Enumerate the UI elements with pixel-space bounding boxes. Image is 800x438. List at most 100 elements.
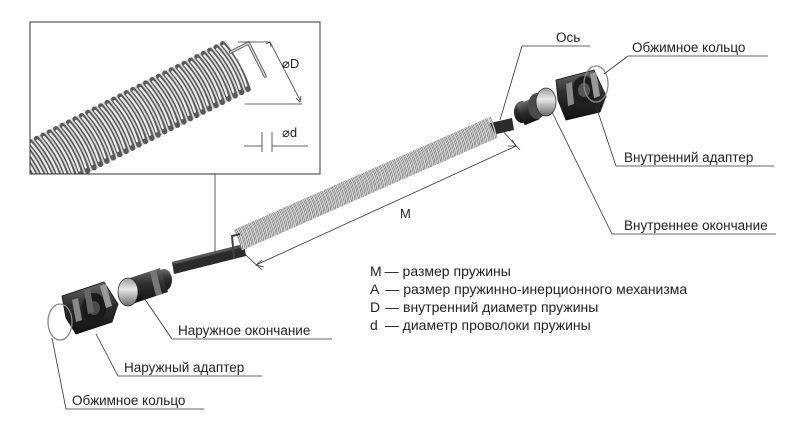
- inset-coil-highlight: [81, 116, 107, 159]
- spring-coil-highlight: [238, 227, 247, 249]
- spring-coil-highlight: [413, 150, 422, 172]
- spring-coil-highlight: [307, 197, 315, 219]
- legend: M— размер пружины A— размер пружинно-ине…: [370, 263, 687, 333]
- legend-text: — диаметр проволоки пружины: [385, 317, 591, 333]
- spring-coil-highlight: [286, 206, 295, 228]
- spring-coil-highlight: [458, 130, 466, 152]
- spring-coil-highlight: [252, 221, 260, 243]
- inset-coil-highlight: [0, 162, 17, 205]
- spring-coil-highlight: [410, 151, 418, 173]
- spring-coil-highlight: [430, 142, 439, 164]
- callout-leaders: [51, 45, 776, 410]
- inset-coil-highlight: [196, 57, 222, 100]
- spring-coil-highlight: [396, 157, 405, 179]
- outer-diameter-label: ⌀D: [282, 56, 299, 71]
- inset-coil-highlight: [151, 80, 177, 123]
- spring-coil-highlight: [489, 116, 497, 139]
- legend-text: — внутренний диаметр пружины: [385, 299, 598, 315]
- inset-coil-highlight: [203, 54, 229, 97]
- spring-coil-highlight: [379, 165, 387, 187]
- spring-coil-highlight: [478, 121, 487, 143]
- spring-coil-highlight: [372, 168, 381, 190]
- inset-coil-highlight: [139, 86, 164, 130]
- spring-coil-highlight: [324, 189, 333, 211]
- inset-coil-highlight: [119, 96, 145, 140]
- spring-coil-highlight: [296, 201, 305, 223]
- spring-coil-highlight: [276, 210, 284, 232]
- inset-coil-highlight: [55, 129, 81, 172]
- label-inner-adapter: Внутренний адаптер: [624, 150, 753, 165]
- legend-key: M: [370, 263, 382, 279]
- inset-frame: [29, 21, 321, 175]
- label-axis: Ось: [556, 30, 580, 45]
- outer-diameter-dimension: ⌀D: [238, 41, 302, 105]
- inset-coil-highlight: [0, 165, 10, 208]
- spring-coil-highlight: [382, 163, 391, 186]
- inset-coil-highlight: [87, 113, 113, 156]
- inset-coil-turns: [0, 41, 251, 208]
- crimp-ring-left: [47, 303, 73, 341]
- spring-coil-highlight: [358, 174, 367, 196]
- inset-coil-highlight: [126, 93, 152, 136]
- inset-coil-highlight: [30, 142, 55, 174]
- inset-coil-highlight: [30, 149, 43, 174]
- spring-coil-highlight: [392, 159, 401, 181]
- spring-coil-highlight: [403, 154, 411, 176]
- spring-coil-highlight: [341, 182, 350, 204]
- spring-coil-highlight: [320, 191, 329, 213]
- spring-coil-highlight: [265, 215, 274, 237]
- inset-coil-highlight: [106, 103, 132, 146]
- spring-coil-highlight: [245, 224, 254, 246]
- legend-item: D — внутренний диаметр пружины: [370, 299, 598, 315]
- spring-coil-highlight: [327, 188, 336, 210]
- inset-coil-highlight: [36, 139, 62, 174]
- spring-coil-highlight: [386, 162, 394, 184]
- spring-coil-highlight: [423, 145, 432, 167]
- spring-coil-highlight: [310, 195, 319, 217]
- spring-hook-left: [230, 233, 241, 259]
- spring-coil-highlight: [303, 198, 312, 220]
- inset-coil-highlight: [190, 60, 216, 104]
- spring-coil-highlight: [262, 216, 271, 239]
- spring-coil-highlight: [444, 136, 453, 158]
- spring-coil-highlight: [338, 183, 346, 205]
- spring-coil-highlight: [440, 138, 449, 160]
- spring-coil-highlight: [437, 139, 446, 161]
- inset-coil-highlight: [158, 77, 184, 120]
- outer-end-plug: [117, 268, 172, 307]
- spring-coil-highlight: [451, 133, 460, 155]
- spring-coil-highlight: [331, 186, 339, 208]
- inner-adapter-part: [555, 69, 607, 121]
- spring-coil-highlight: [259, 218, 267, 240]
- spring-length-dimension: M: [235, 127, 521, 271]
- spring-coil-highlight: [468, 126, 477, 148]
- inset-coil-highlight: [68, 122, 94, 166]
- inset-coil-highlight: [42, 136, 68, 174]
- legend-key: D: [370, 299, 380, 315]
- spring-coil-highlight: [334, 185, 343, 207]
- inset-coil-highlight: [74, 119, 100, 162]
- inset-coil-turn: [0, 160, 19, 208]
- spring-coil-highlight: [465, 127, 473, 149]
- spring-coil-highlight: [313, 194, 322, 216]
- spring-coil-highlight: [279, 209, 288, 231]
- inset-coil-highlight: [164, 73, 190, 117]
- inset-coil-turn: [30, 152, 33, 174]
- inset-coil-highlight: [49, 132, 75, 174]
- spring-coil-highlight: [406, 153, 415, 175]
- spring-coil-highlight: [389, 160, 398, 183]
- inset-coil-highlight: [222, 44, 248, 87]
- spring-coil-highlight: [447, 135, 456, 157]
- spring-coil-highlight: [420, 147, 429, 169]
- inset-coil-highlight: [209, 51, 235, 94]
- inset-coil-highlight: [132, 90, 158, 133]
- spring-coil-highlight: [317, 192, 326, 214]
- spring-coil-highlight: [300, 200, 309, 222]
- spring-coil-highlight: [475, 123, 484, 145]
- legend-item: A— размер пружинно-инерционного механизм…: [370, 281, 687, 297]
- spring-coil-highlight: [454, 132, 463, 154]
- spring-coil-highlight: [272, 212, 281, 234]
- legend-text: — размер пружины: [385, 263, 511, 279]
- spring-coil-highlight: [416, 148, 425, 170]
- spring-coil-highlight: [461, 129, 470, 151]
